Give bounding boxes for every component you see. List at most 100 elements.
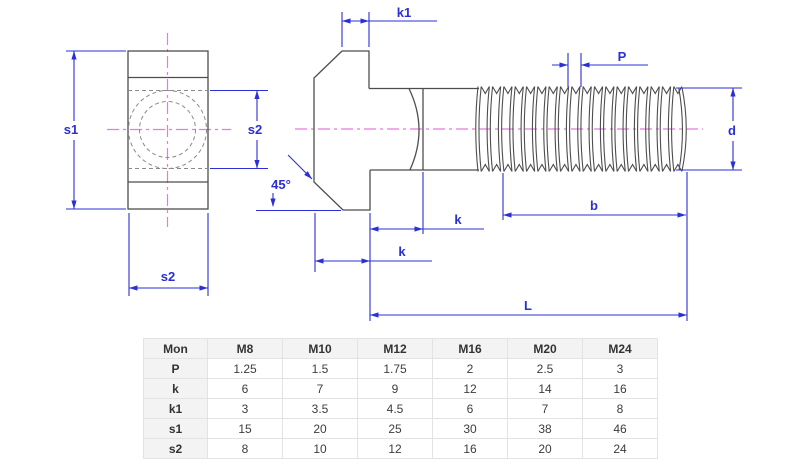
label-b: b: [590, 198, 598, 213]
table-cell: 3: [207, 398, 283, 419]
table-cell: 12: [357, 438, 433, 459]
table-cell: 25: [357, 418, 433, 439]
table-cell: 14: [507, 378, 583, 399]
table-cell: 3.5: [282, 398, 358, 419]
dimension-s1: [66, 50, 126, 210]
label-s1: s1: [64, 122, 78, 137]
arrowhead: [315, 258, 324, 264]
neck-fillet-arc: [408, 88, 420, 171]
table-cell: 1.25: [207, 358, 283, 379]
thread-end-inner-arc: [678, 87, 683, 171]
table-cell: 8: [582, 398, 658, 419]
row-label: P: [143, 358, 208, 379]
table-column-header: M20: [507, 338, 583, 359]
label-angle-45: 45°: [271, 177, 291, 192]
row-label: k1: [143, 398, 208, 419]
hidden-shank-circle-minor: [139, 101, 196, 158]
side-view: [313, 50, 687, 211]
arrowhead: [254, 90, 260, 99]
label-s2-side: s2: [248, 122, 262, 137]
label-s2-bottom: s2: [161, 269, 175, 284]
dimensions: [66, 12, 742, 321]
hidden-shank-circle-major: [128, 90, 207, 169]
front-view: [127, 50, 209, 210]
table-cell: 6: [207, 378, 283, 399]
arrowhead: [304, 171, 312, 179]
dimension-p: [552, 53, 648, 87]
table-column-header: M12: [357, 338, 433, 359]
arrowhead: [199, 285, 208, 291]
arrowhead: [730, 161, 736, 170]
dimension-k1: [341, 12, 437, 47]
table-cell: 2: [432, 358, 508, 379]
head-chamfer-profile: [313, 50, 371, 211]
table-cell: 16: [432, 438, 508, 459]
table-cell: 15: [207, 418, 283, 439]
table-cell: 7: [282, 378, 358, 399]
table-cell: 9: [357, 378, 433, 399]
label-p: P: [618, 49, 627, 64]
row-label: s1: [143, 418, 208, 439]
table-cell: 30: [432, 418, 508, 439]
center-lines: [107, 33, 703, 227]
table-cell: 24: [582, 438, 658, 459]
arrowhead: [559, 62, 568, 68]
table-cell: 46: [582, 418, 658, 439]
row-label: k: [143, 378, 208, 399]
table-cell: 2.5: [507, 358, 583, 379]
label-k1: k1: [397, 5, 411, 20]
table-cell: 16: [582, 378, 658, 399]
arrowhead: [360, 18, 369, 24]
table-cell: 8: [207, 438, 283, 459]
dimension-arrowheads: [71, 18, 736, 318]
arrowhead: [414, 226, 423, 232]
thread-end-cap: [681, 87, 687, 172]
label-l: L: [524, 298, 532, 313]
arrowhead: [71, 200, 77, 209]
arrowhead: [361, 258, 370, 264]
arrowhead: [370, 226, 379, 232]
head-outline: [127, 50, 209, 210]
table-cell: 1.75: [357, 358, 433, 379]
row-label: s2: [143, 438, 208, 459]
table-cell: 12: [432, 378, 508, 399]
arrowhead: [503, 212, 512, 218]
label-d: d: [728, 123, 736, 138]
table-cell: 20: [507, 438, 583, 459]
dimension-k-neck: [370, 172, 484, 234]
table-cell: 1.5: [282, 358, 358, 379]
head-top-profile: [342, 50, 370, 89]
table-cell: 10: [282, 438, 358, 459]
table-cell: 38: [507, 418, 583, 439]
arrowhead: [370, 312, 379, 318]
arrowhead: [730, 88, 736, 97]
table-column-header: M8: [207, 338, 283, 359]
thread-profile: [475, 86, 683, 172]
table-cell: 20: [282, 418, 358, 439]
dimension-labels: s1 s2 s2 k1 P 45° b k k L d: [64, 5, 736, 313]
dimension-k-head: [314, 213, 432, 321]
table-column-header: M10: [282, 338, 358, 359]
dimension-l: [370, 172, 688, 321]
label-k-head: k: [398, 244, 406, 259]
dimension-b: [502, 173, 686, 220]
arrowhead: [129, 285, 138, 291]
table-cell: 6: [432, 398, 508, 419]
arrowhead: [678, 312, 687, 318]
arrowhead: [581, 62, 590, 68]
dimension-angle-45: [256, 154, 341, 212]
arrowhead: [342, 18, 351, 24]
table-column-header: M16: [432, 338, 508, 359]
table-cell: 4.5: [357, 398, 433, 419]
arrowhead: [71, 51, 77, 60]
arrowhead: [270, 198, 276, 207]
table-column-header: M24: [582, 338, 658, 359]
